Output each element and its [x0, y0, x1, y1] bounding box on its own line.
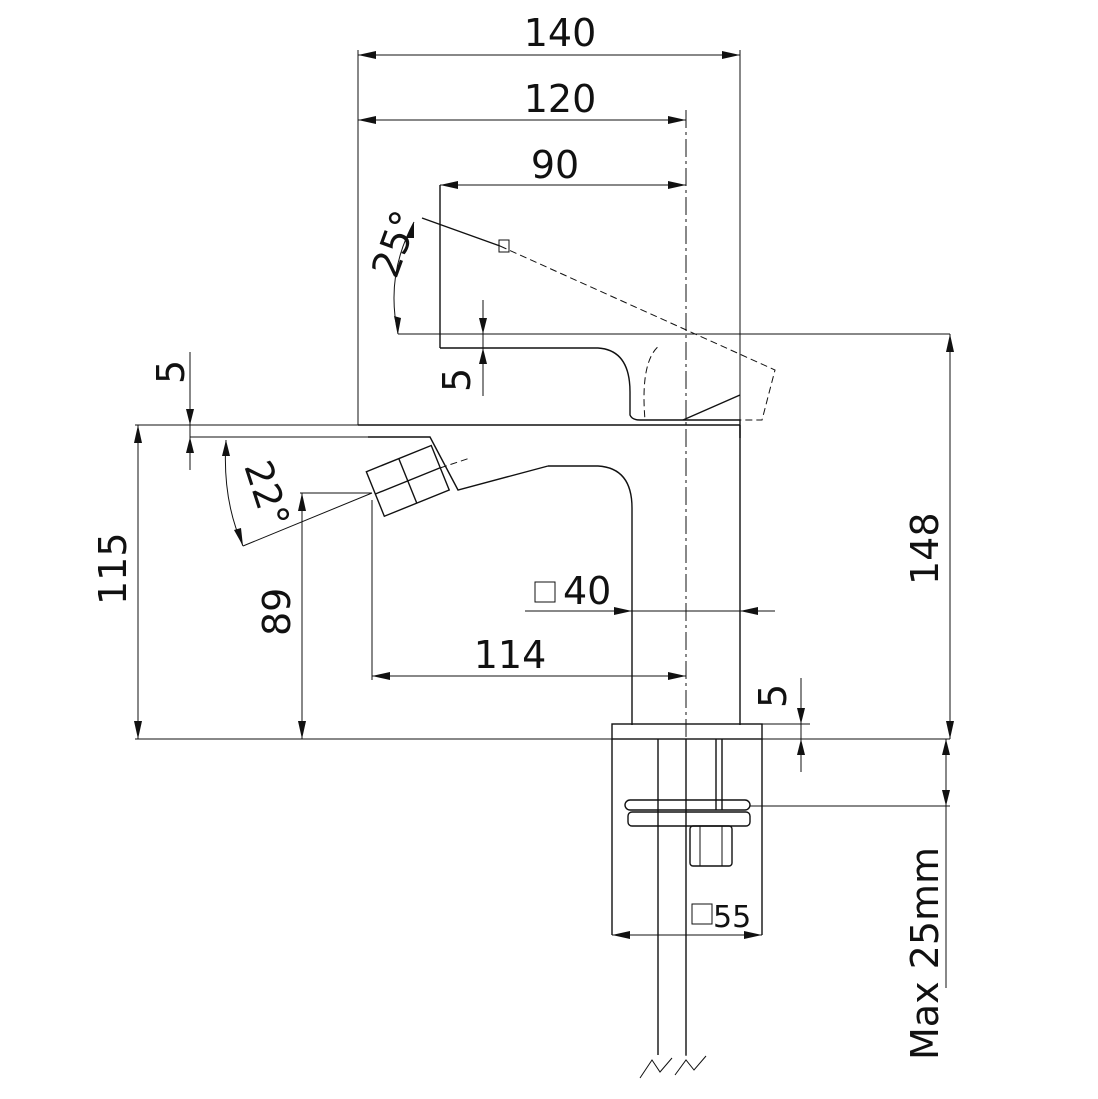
dim-text-115: 115 [91, 532, 135, 605]
dim-mixer-height: 89 [255, 492, 372, 739]
dim-text-114: 114 [474, 633, 547, 677]
spray-nozzle [365, 436, 549, 518]
faucet-outline [358, 185, 763, 935]
dim-text-148: 148 [903, 512, 947, 585]
dim-text-120: 120 [524, 77, 597, 121]
dim-text-5-base: 5 [751, 684, 795, 708]
square-symbol-icon [534, 581, 556, 603]
dim-body-square: 40 [525, 569, 775, 615]
dim-total-height: 148 [903, 334, 954, 739]
dim-text-5-top: 5 [149, 360, 193, 384]
dim-overall-width: 140 [357, 11, 741, 425]
dim-lever-reach: 90 [440, 143, 686, 189]
dim-lever-offset: 5 [435, 300, 487, 396]
dim-max-deck: Max 25mm [750, 739, 950, 1060]
dim-top-offset: 5 [149, 352, 368, 470]
dim-text-5-lever: 5 [435, 368, 479, 392]
lever-handle [421, 217, 776, 421]
dim-text-40: 40 [563, 569, 611, 613]
dim-base-square: 55 [612, 900, 762, 939]
dim-text-55: 55 [713, 900, 751, 935]
dim-text-22: 22° [235, 455, 298, 533]
dim-lever-angle: 25° [363, 205, 950, 335]
dim-base-offset: 5 [751, 678, 950, 772]
dim-text-25: 25° [363, 205, 427, 283]
dim-body-height: 115 [91, 424, 612, 740]
dim-text-140: 140 [524, 11, 597, 55]
dim-spout-reach: 120 [358, 77, 686, 124]
dim-text-89: 89 [255, 588, 299, 636]
square-symbol-icon [691, 903, 713, 925]
dim-mixer-reach: 114 [371, 500, 686, 680]
dim-text-max-25mm: Max 25mm [903, 847, 947, 1060]
dim-text-90: 90 [531, 143, 579, 187]
